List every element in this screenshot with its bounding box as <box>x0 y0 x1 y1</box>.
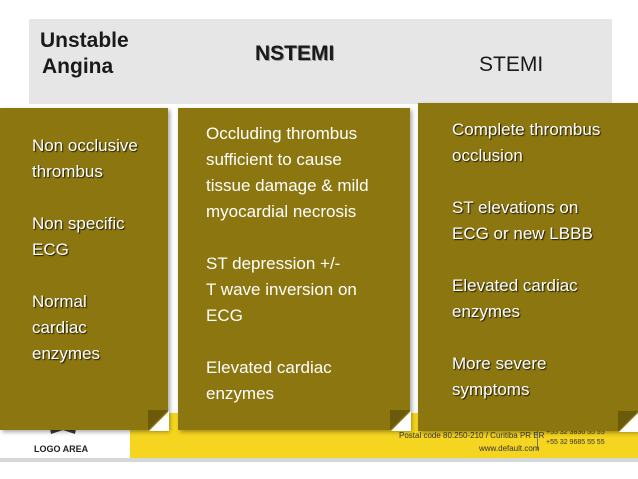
note-line: enzymes <box>206 384 275 403</box>
note-line: ST depression +/- <box>206 254 341 273</box>
note-line: thrombus <box>32 162 103 181</box>
note-line: enzymes <box>452 302 521 321</box>
heading-line: Unstable <box>40 29 129 52</box>
page-curl-fold <box>148 410 168 430</box>
footer-separator <box>537 426 538 450</box>
note-line: ECG or new LBBB <box>452 224 593 243</box>
nstemi-text: Occluding thrombus sufficient to cause t… <box>206 121 369 407</box>
note-line: Occluding thrombus <box>206 124 358 143</box>
note-line: Non occlusive <box>32 136 138 155</box>
unstable-angina-heading: Unstable Angina <box>40 28 160 81</box>
logo-text: LOGO AREA <box>34 444 89 454</box>
note-line: enzymes <box>32 344 101 363</box>
note-line: Normal <box>32 292 87 311</box>
stemi-text: Complete thrombus occlusion ST elevation… <box>452 117 600 403</box>
note-line: ECG <box>206 306 243 325</box>
note-line: Non specific <box>32 214 125 233</box>
note-line: symptoms <box>452 380 530 399</box>
postal-address: Postal code 80.250-210 / Curitiba PR BR <box>399 431 545 440</box>
page-curl-fold <box>390 410 410 430</box>
nstemi-heading: NSTEMI <box>255 42 335 65</box>
nstemi-card <box>178 108 411 431</box>
unstable-angina-text: Non occlusive thrombus Non specific ECG … <box>32 133 138 367</box>
unstable-angina-card <box>0 108 169 431</box>
note-line: tissue damage & mild <box>206 176 369 195</box>
stemi-card <box>418 103 638 432</box>
note-line: occlusion <box>452 146 523 165</box>
note-line: ST elevations on <box>452 198 579 217</box>
note-line: Elevated cardiac <box>206 358 332 377</box>
stemi-heading: STEMI <box>479 53 544 76</box>
website-link[interactable]: www.default.com <box>479 444 540 453</box>
page-curl-fold <box>618 411 638 431</box>
note-line: Complete thrombus <box>452 120 601 139</box>
phone-numbers: +55 32 3836 55 55 +55 32 9685 55 55 <box>546 428 605 448</box>
note-line: More severe <box>452 354 547 373</box>
header-band <box>29 19 612 104</box>
note-line: ECG <box>32 240 69 259</box>
note-line: myocardial necrosis <box>206 202 357 221</box>
note-line: sufficient to cause <box>206 150 342 169</box>
note-line: Elevated cardiac <box>452 276 578 295</box>
footer-divider <box>0 458 638 462</box>
phone-number: +55 32 9685 55 55 <box>546 439 605 446</box>
phone-number: +55 32 3836 55 55 <box>546 429 605 436</box>
note-line: cardiac <box>32 318 87 337</box>
heading-line: Angina <box>42 55 114 79</box>
note-line: T wave inversion on <box>206 280 357 299</box>
